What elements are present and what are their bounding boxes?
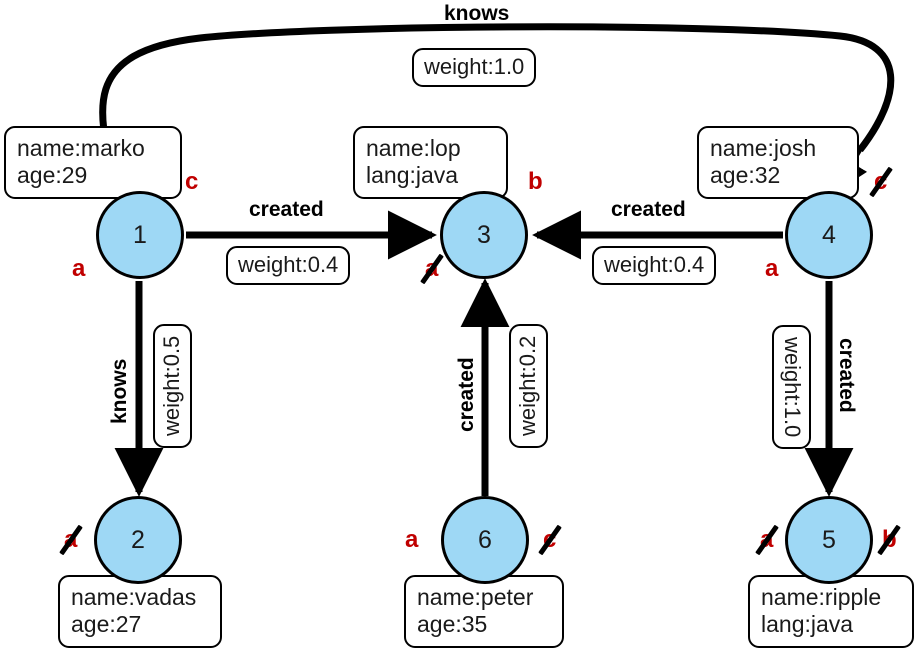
edge-weight-knows-1-2: weight:0.5: [153, 323, 192, 448]
vertex-1[interactable]: 1: [96, 191, 184, 279]
edge-label-created-1-3: created: [249, 198, 324, 221]
propbox-vertex-3: name:lop lang:java: [353, 126, 508, 200]
edge-weight-created-4-3: weight:0.4: [592, 246, 717, 285]
vertex-6[interactable]: 6: [441, 496, 529, 584]
annotation-letter: b: [528, 168, 543, 195]
propbox-line: age:32: [710, 162, 781, 189]
propbox-vertex-6: name:peter age:35: [404, 575, 564, 649]
edge-weight-knows-1-4: weight:1.0: [412, 48, 537, 87]
propbox-line: lang:java: [761, 611, 854, 638]
propbox-vertex-1: name:marko age:29: [4, 126, 182, 200]
propbox-line: name:josh: [710, 135, 817, 161]
annotation-vertex-3-b: b: [528, 170, 543, 194]
edge-label-created-4-5: created: [835, 338, 858, 413]
annotation-vertex-6-a: a: [405, 528, 418, 552]
propbox-line: age:35: [417, 611, 488, 638]
edge-weight-created-1-3: weight:0.4: [226, 246, 351, 285]
annotation-vertex-5-b: b: [877, 524, 902, 556]
annotation-vertex-4-a: a: [765, 257, 778, 281]
propbox-line: name:ripple: [761, 584, 882, 610]
edge-label-created-4-3: created: [611, 198, 686, 221]
edge-weight-created-4-5: weight:1.0: [772, 325, 811, 450]
annotation-letter: a: [405, 526, 419, 553]
propbox-vertex-4: name:josh age:32: [697, 126, 859, 200]
edge-label-created-6-3: created: [455, 357, 478, 432]
annotation-vertex-1-a: a: [72, 257, 85, 281]
annotation-vertex-6-c: c: [537, 524, 562, 556]
propbox-vertex-2: name:vadas age:27: [58, 575, 222, 649]
propbox-vertex-5: name:ripple lang:java: [748, 575, 914, 649]
propbox-line: age:29: [17, 162, 88, 189]
propbox-line: age:27: [71, 611, 142, 638]
propbox-line: name:lop: [366, 135, 461, 161]
edge-knows-1-4: [99, 23, 895, 193]
vertex-4[interactable]: 4: [785, 191, 873, 279]
annotation-letter: a: [72, 255, 86, 282]
propbox-line: name:peter: [417, 584, 534, 610]
annotation-letter: a: [765, 255, 779, 282]
propbox-line: name:marko: [17, 135, 145, 161]
annotation-vertex-5-a: a: [754, 524, 779, 556]
edge-label-knows-1-4: knows: [444, 2, 510, 25]
vertex-2[interactable]: 2: [94, 496, 182, 584]
propbox-line: name:vadas: [71, 584, 197, 610]
annotation-vertex-4-c: c: [868, 166, 893, 198]
annotation-vertex-3-a: a: [419, 253, 444, 285]
annotation-letter: c: [185, 168, 199, 195]
edge-label-knows-1-2: knows: [108, 358, 131, 424]
vertex-5[interactable]: 5: [785, 496, 873, 584]
annotation-vertex-2-a: a: [58, 524, 83, 556]
annotation-vertex-1-c: c: [185, 170, 198, 194]
propbox-line: lang:java: [366, 162, 459, 189]
edge-weight-created-6-3: weight:0.2: [509, 323, 548, 448]
vertex-3[interactable]: 3: [440, 191, 528, 279]
